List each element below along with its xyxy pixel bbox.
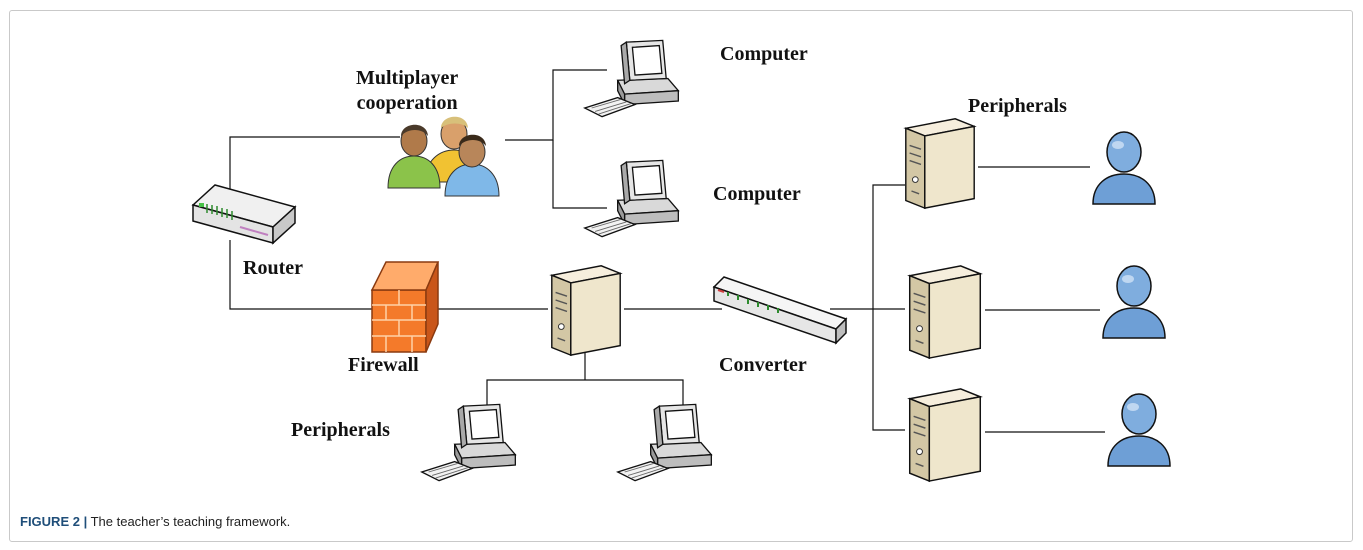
user-icon [1107,393,1171,467]
link-bottom-computers [486,379,684,412]
group-users-icon [387,116,500,197]
user-icon [1092,131,1156,205]
router-icon [191,184,297,245]
label-computer-top: Computer [720,43,808,65]
link-converter-server1 [872,184,905,309]
computer-icon [421,403,516,482]
label-converter: Converter [719,354,807,376]
figure-frame [9,10,1353,542]
connection-lines [229,69,1105,433]
label-computer-mid: Computer [713,183,801,205]
label-multiplayer-line1: Multiplayer [356,67,459,89]
link-group-computer-top [505,69,607,141]
label-firewall: Firewall [348,354,419,376]
link-router-group [229,136,400,190]
caption-figure-label: FIGURE 2 | [20,514,88,529]
server-icon [905,118,975,209]
server-icon [908,388,982,482]
label-multiplayer-line2: cooperation [356,92,458,114]
label-router: Router [243,257,303,279]
label-peripherals-right: Peripherals [968,95,1067,117]
label-multiplayer-cooperation: Multiplayer cooperation [356,66,458,116]
link-converter-server3 [872,309,905,431]
figure-caption: FIGURE 2 | The teacher’s teaching framew… [20,514,290,529]
computer-icon [617,403,712,482]
firewall-icon [370,261,440,353]
label-peripherals-left: Peripherals [291,419,390,441]
link-router-firewall [229,240,372,310]
converter-switch-icon [712,276,848,345]
user-icon [1102,265,1166,339]
computer-icon [584,39,679,118]
server-icon [908,265,982,359]
computer-icon [584,159,679,238]
server-icon [551,265,621,356]
caption-text: The teacher’s teaching framework. [90,514,291,529]
link-group-computer-mid [552,140,607,209]
